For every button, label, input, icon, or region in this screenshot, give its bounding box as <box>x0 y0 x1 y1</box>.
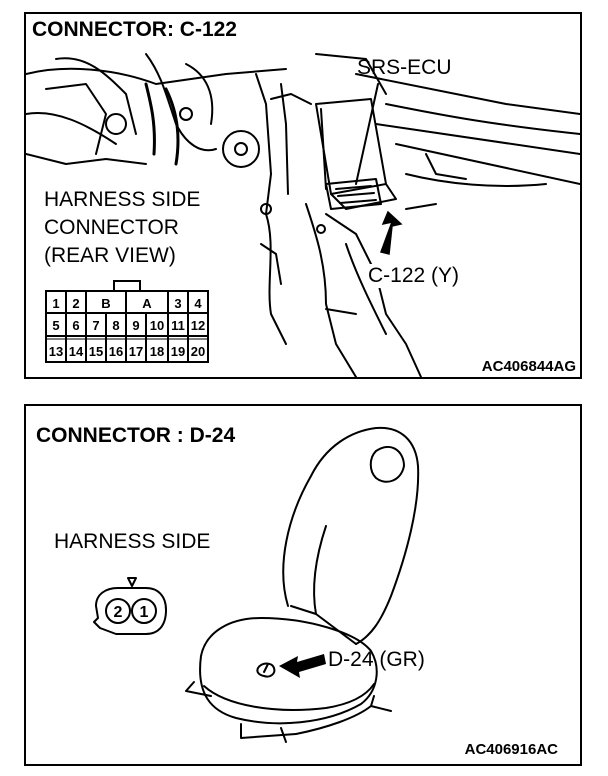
pin-b: B <box>101 296 110 311</box>
pin-6: 6 <box>72 318 79 333</box>
pin-8: 8 <box>112 318 119 333</box>
pin-2: 2 <box>72 296 79 311</box>
d24-pin-1: 1 <box>140 604 149 621</box>
pin-9: 9 <box>132 318 139 333</box>
connector-d24-panel: CONNECTOR : D-24 HARNESS SIDE 2 1 D-24 (… <box>24 404 582 766</box>
harness-line-1: HARNESS SIDE <box>44 188 201 211</box>
d24-pin-2: 2 <box>114 604 123 621</box>
pin-4: 4 <box>194 296 202 311</box>
pin-a: A <box>142 296 152 311</box>
arrow-icon <box>279 654 326 678</box>
d24-connector-diagram: 2 1 <box>93 577 167 635</box>
ecu-label: SRS-ECU <box>357 56 452 79</box>
connector-d24-label: D-24 (GR) <box>328 648 425 671</box>
harness-side-label: HARNESS SIDE <box>54 530 211 553</box>
harness-line-2: CONNECTOR <box>44 216 179 239</box>
figure-code-2: AC406916AC <box>464 741 558 758</box>
pin-3: 3 <box>174 296 181 311</box>
pin-16: 16 <box>109 344 123 359</box>
pin-11: 11 <box>171 318 185 333</box>
pin-18: 18 <box>150 344 164 359</box>
dashboard-illustration <box>26 53 580 377</box>
pin-13: 13 <box>49 344 63 359</box>
panel1-title: CONNECTOR: C-122 <box>30 18 241 42</box>
arrow-icon <box>380 210 403 255</box>
pin-12: 12 <box>191 318 205 333</box>
connector-c122-panel: CONNECTOR: C-122 SRS-ECU HARNESS SIDE CO… <box>24 12 582 379</box>
pin-7: 7 <box>92 318 99 333</box>
connector-c122-label: C-122 (Y) <box>366 264 462 288</box>
harness-line-3: (REAR VIEW) <box>44 244 176 267</box>
pin-15: 15 <box>89 344 103 359</box>
pin-17: 17 <box>129 344 143 359</box>
seat-illustration <box>185 426 420 743</box>
pin-14: 14 <box>69 344 84 359</box>
pin-1: 1 <box>52 296 59 311</box>
pin-20: 20 <box>191 344 205 359</box>
panel2-title: CONNECTOR : D-24 <box>36 424 236 447</box>
harness-side-label: HARNESS SIDE CONNECTOR (REAR VIEW) <box>42 188 205 270</box>
c122-connector-diagram: 1 2 B A 3 4 5 6 7 8 9 10 11 12 13 14 15 … <box>45 280 209 363</box>
figure-code-1: AC406844AG <box>481 358 576 375</box>
pin-19: 19 <box>171 344 185 359</box>
pin-5: 5 <box>52 318 59 333</box>
pin-10: 10 <box>150 318 164 333</box>
